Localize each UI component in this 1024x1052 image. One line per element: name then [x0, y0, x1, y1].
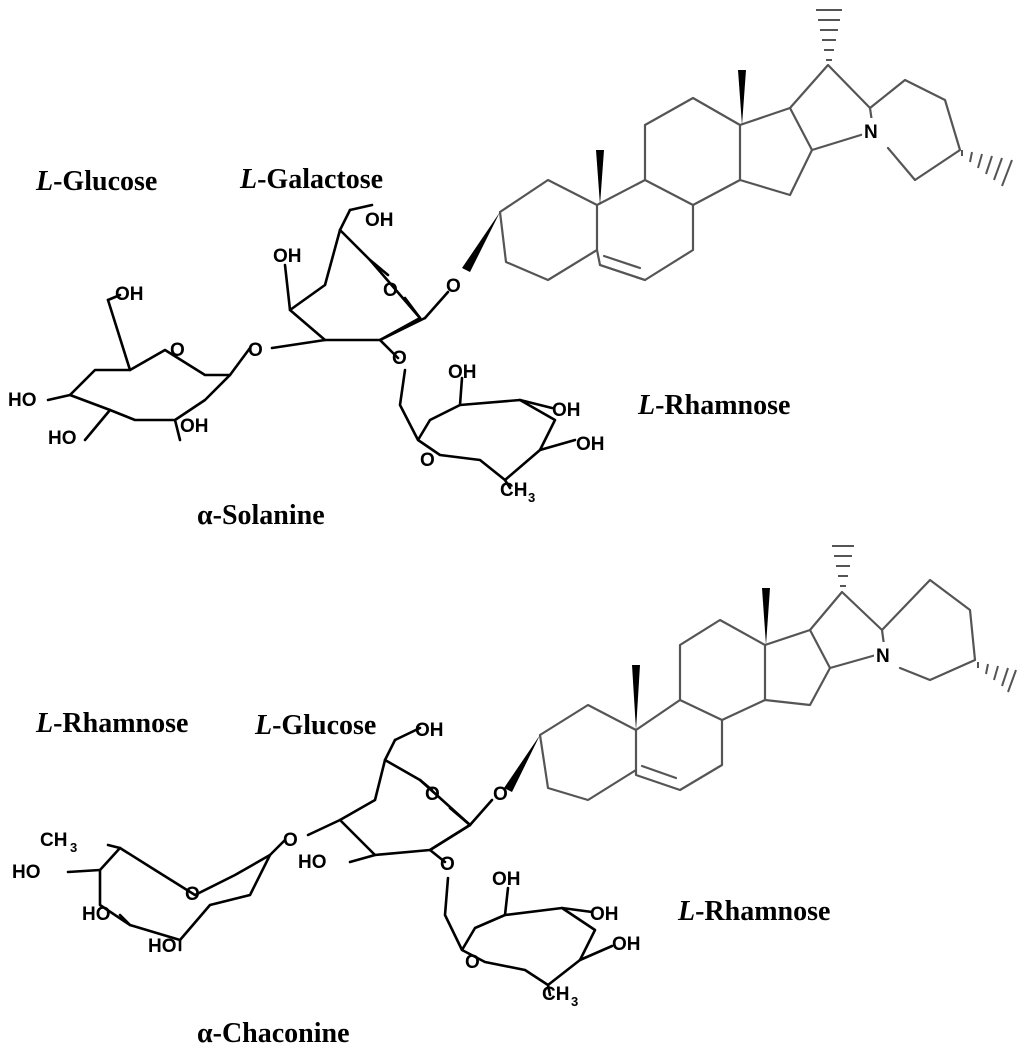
glycosidic-oxygen-rha2-glc: O [440, 854, 455, 875]
methyl-wedge-c13-2 [762, 588, 770, 645]
oh-rhamnose-right-c3: OH [590, 904, 619, 925]
solanidine-aglycone-2: N O [493, 545, 1017, 805]
oh-rhamnose-c2: OH [448, 362, 477, 383]
glycosidic-oxygen-glc-gal: O [248, 340, 263, 361]
methyl-rhamnose-ch: CH [500, 480, 527, 501]
label-alpha-chaconine: α-Chaconine [197, 1018, 350, 1049]
ring-oxygen-rhamnose: O [420, 450, 435, 471]
methyl-hash-c20-2 [832, 545, 854, 587]
ho-glucose-c3-2: HO [298, 852, 327, 873]
ho-rhamnose-left-c2: HO [148, 936, 177, 957]
methyl-hash-c25 [961, 150, 1013, 187]
oh-rhamnose-right-c2: OH [492, 869, 521, 890]
ho-glucose-c4: HO [8, 390, 37, 411]
nitrogen-atom: N [864, 122, 878, 143]
oh-glucose-c6: OH [115, 284, 144, 305]
label-glucose-2: L-Glucose [254, 710, 376, 741]
methyl-rhamnose-subscript: 3 [528, 490, 535, 505]
oh-rhamnose-c3: OH [552, 400, 581, 421]
solanidine-aglycone-1: N O [446, 9, 1013, 297]
methyl-wedge-c10-2 [632, 665, 640, 730]
wedge-c3-o [462, 212, 500, 272]
ho-rhamnose-left-c3: HO [82, 904, 111, 925]
methyl-rhamnose-left-ch: CH [40, 830, 67, 851]
glycosidic-oxygen-aglycone-2: O [493, 784, 508, 805]
nitrogen-atom-2: N [876, 646, 890, 667]
methyl-rhamnose-right-ch: CH [542, 984, 569, 1005]
oh-galactose-c6: OH [365, 210, 394, 231]
glycosidic-oxygen-rha-glc: O [283, 830, 298, 851]
rhamnose-ring-left: CH 3 HO HO HO O [12, 830, 287, 957]
ring-oxygen-rhamnose-right: O [465, 952, 480, 973]
ring-oxygen-galactose: O [383, 280, 398, 301]
label-glucose-1: L-Glucose [35, 166, 157, 197]
glucose-ring-1: O OH HO HO OH [8, 284, 252, 449]
galactose-ring-1: O OH OH O O [248, 203, 450, 369]
methyl-rhamnose-right-subscript: 3 [571, 994, 578, 1009]
label-rhamnose-2b: L-Rhamnose [677, 896, 830, 927]
rhamnose-ring-1: OH OH OH O CH 3 [398, 362, 605, 505]
glucose-ring-2: O OH HO O O [283, 720, 494, 875]
glycosidic-oxygen-rha-gal: O [392, 348, 407, 369]
methyl-wedge-c13 [738, 70, 746, 125]
alpha-solanine-structure: N O O OH OH O O [8, 9, 1013, 531]
label-alpha-solanine: α-Solanine [197, 500, 325, 531]
oh-rhamnose-right-c4: OH [612, 934, 641, 955]
rhamnose-ring-right: OH OH OH O CH 3 [443, 869, 641, 1009]
wedge-c3-o-2 [504, 735, 540, 792]
oh-galactose-c4: OH [273, 246, 302, 267]
oh-rhamnose-c4: OH [576, 434, 605, 455]
oh-glucose-c2: OH [180, 416, 209, 437]
oh-glucose-c6-2: OH [415, 720, 444, 741]
label-rhamnose-2a: L-Rhamnose [35, 708, 188, 739]
ho-rhamnose-left-c4: HO [12, 862, 41, 883]
methyl-hash-c20 [816, 9, 842, 61]
ring-oxygen-glucose-2: O [425, 784, 440, 805]
ho-glucose-c3: HO [48, 428, 77, 449]
methyl-hash-c25-2 [977, 662, 1017, 693]
label-galactose-1: L-Galactose [239, 164, 383, 195]
ring-oxygen-glucose: O [170, 340, 185, 361]
methyl-rhamnose-left-subscript: 3 [70, 840, 77, 855]
label-rhamnose-1: L-Rhamnose [637, 390, 790, 421]
alpha-chaconine-structure: N O O OH HO O O [12, 545, 1017, 1049]
glycosidic-oxygen-aglycone: O [446, 276, 461, 297]
ring-oxygen-rhamnose-left: O [185, 884, 200, 905]
methyl-wedge-c10 [596, 150, 604, 205]
